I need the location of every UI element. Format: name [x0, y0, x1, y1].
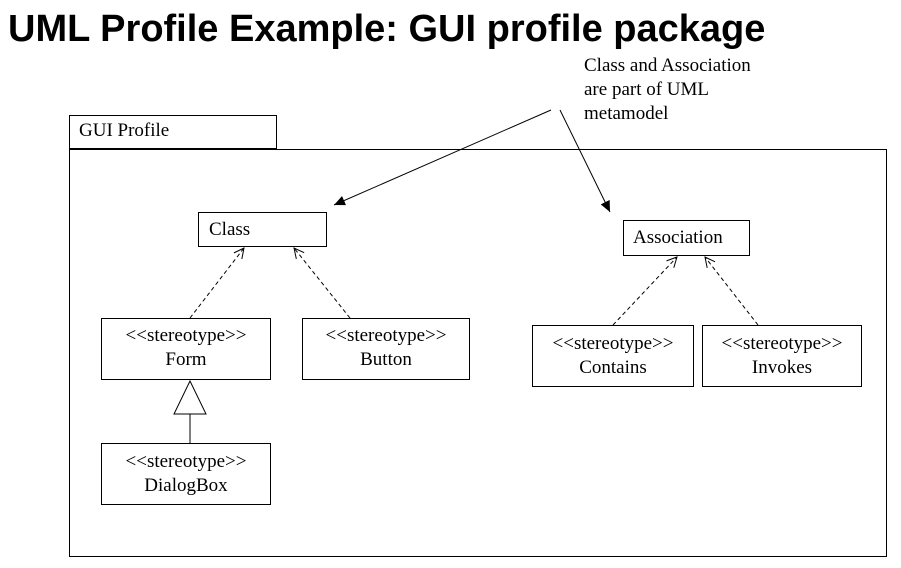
stereotype-keyword: <<stereotype>> — [325, 325, 447, 346]
stereotype-keyword: <<stereotype>> — [125, 451, 247, 472]
stereotype-keyword: <<stereotype>> — [125, 325, 247, 346]
stereotype-button: <<stereotype>> Button — [302, 318, 470, 380]
stereotype-name: Form — [165, 349, 207, 370]
stereotype-name: DialogBox — [144, 475, 228, 496]
note-line-3: metamodel — [584, 103, 669, 124]
note-line-2: are part of UML — [584, 79, 710, 100]
stereotype-keyword: <<stereotype>> — [552, 333, 674, 354]
metaclass-association: Association — [623, 220, 750, 256]
metaclass-association-label: Association — [633, 227, 723, 248]
page-title: UML Profile Example: GUI profile package — [8, 8, 766, 50]
stereotype-keyword: <<stereotype>> — [721, 333, 843, 354]
metaclass-class: Class — [198, 212, 327, 247]
stereotype-name: Contains — [579, 357, 647, 378]
metamodel-note: Class and Association are part of UML me… — [584, 54, 751, 126]
stereotype-name: Invokes — [751, 357, 813, 378]
package-tab: GUI Profile — [69, 115, 277, 149]
note-line-1: Class and Association — [584, 55, 751, 76]
stereotype-contains: <<stereotype>> Contains — [532, 325, 694, 387]
stereotype-invokes: <<stereotype>> Invokes — [702, 325, 862, 387]
stereotype-form: <<stereotype>> Form — [101, 318, 271, 380]
stereotype-dialogbox: <<stereotype>> DialogBox — [101, 443, 271, 505]
metaclass-class-label: Class — [209, 219, 251, 240]
stereotype-name: Button — [360, 349, 412, 370]
